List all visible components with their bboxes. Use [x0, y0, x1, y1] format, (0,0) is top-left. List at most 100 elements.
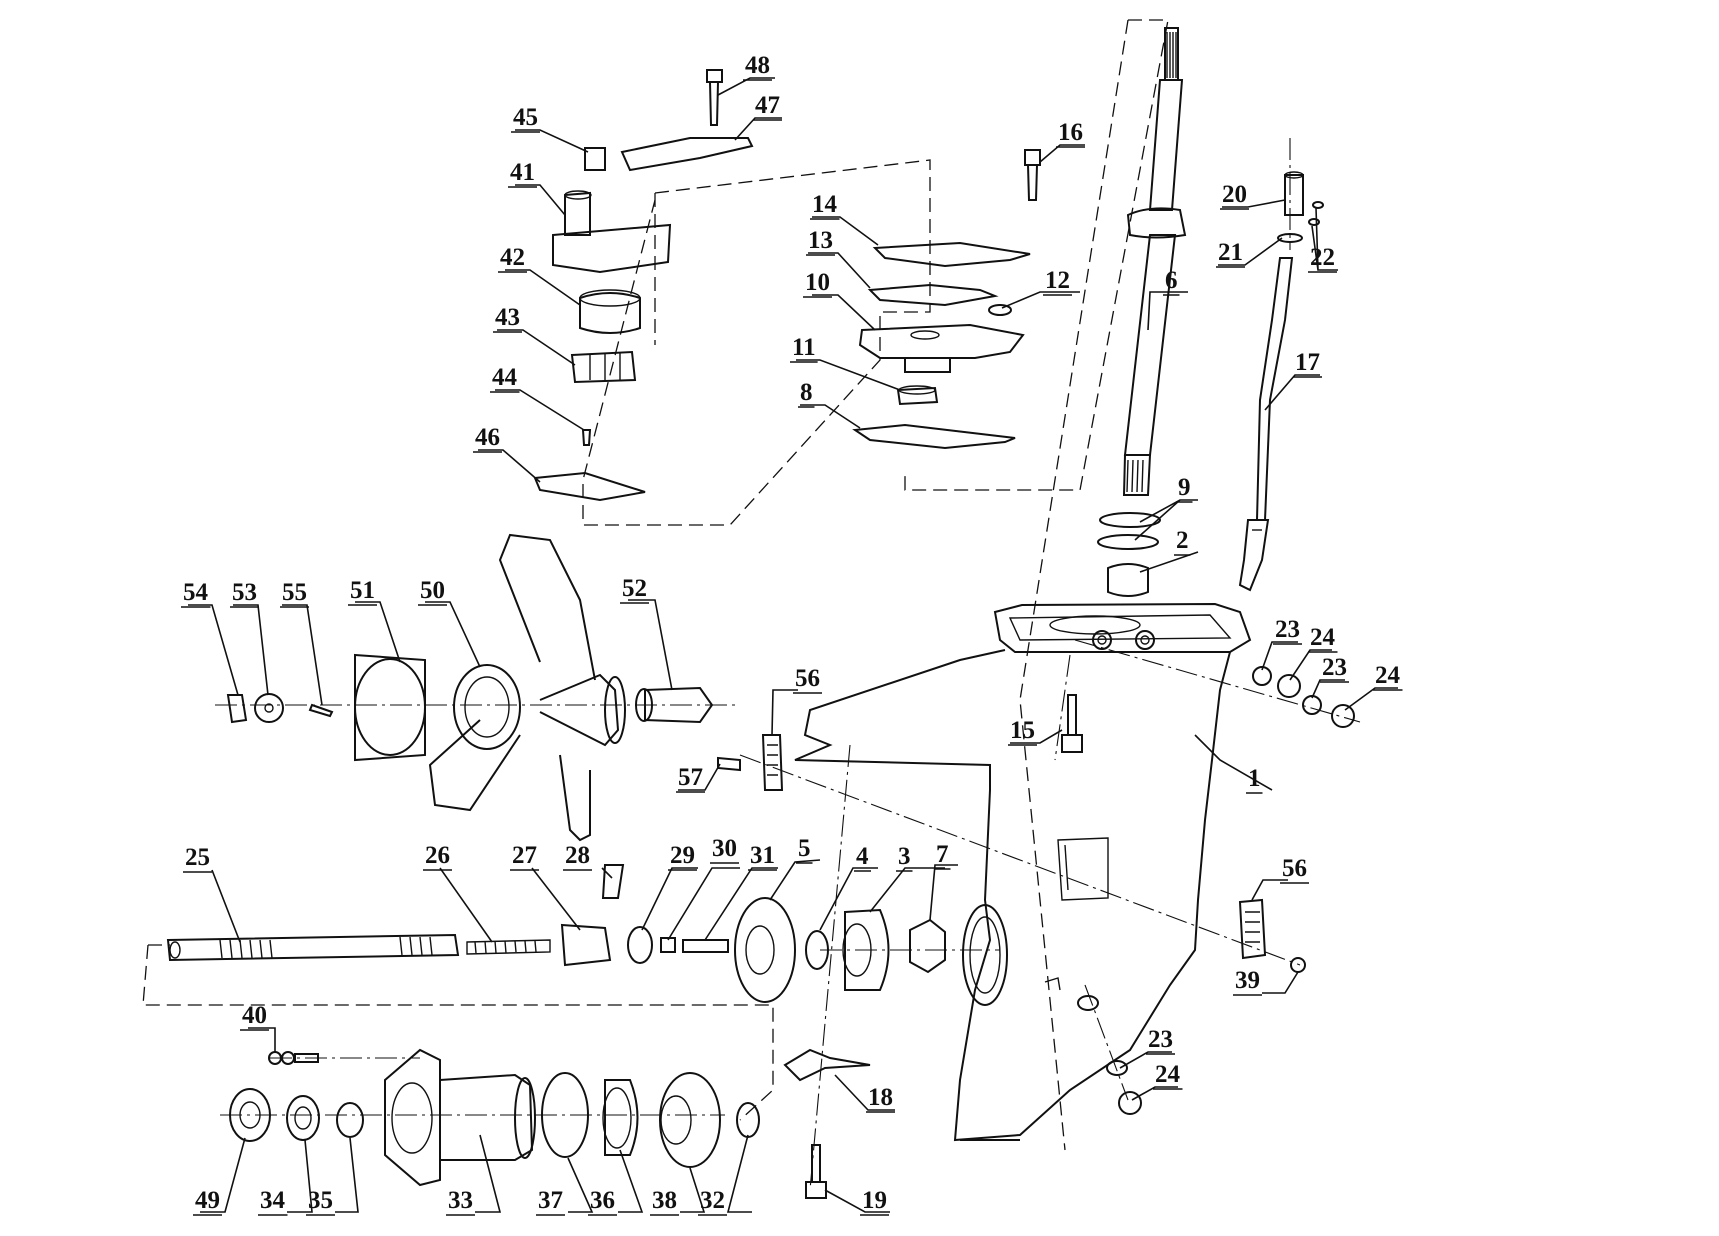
assembly-lines: [142, 19, 1361, 1191]
callout-7: 7: [936, 841, 949, 868]
callout-54: 54: [183, 579, 209, 606]
reverse-gear-38: [659, 1072, 721, 1168]
impeller-housing-42: [579, 292, 641, 334]
pinion-7: [909, 918, 946, 974]
callout-14: 14: [812, 191, 838, 218]
callout-42: 42: [500, 244, 525, 271]
pin-22b: [1308, 218, 1320, 226]
plug-24c: [1118, 1091, 1142, 1115]
plug-24b: [1331, 704, 1355, 728]
callout-4: 4: [856, 843, 869, 870]
spring-29: [627, 926, 653, 964]
o-ring-lower: [1097, 534, 1159, 550]
callout-23c: 23: [1148, 1026, 1173, 1053]
callout-11: 11: [792, 334, 816, 361]
callout-9: 9: [1178, 474, 1191, 501]
callout-43: 43: [495, 304, 520, 331]
callout-25: 25: [185, 844, 210, 871]
bolt-48-shank: [708, 81, 720, 126]
callout-22: 22: [1310, 244, 1335, 271]
callout-53: 53: [232, 579, 257, 606]
shift-rod-connector: [1284, 174, 1304, 216]
plug-24a: [1277, 674, 1301, 698]
push-rod-30: [660, 937, 676, 953]
nut-54: [226, 694, 248, 724]
callout-24b: 24: [1375, 662, 1401, 689]
callout-19: 19: [862, 1187, 887, 1214]
callout-18: 18: [868, 1084, 893, 1111]
bolt-19: [805, 1144, 827, 1199]
pin-28: [601, 864, 625, 899]
gasket-13: [867, 283, 999, 307]
callout-47: 47: [755, 92, 780, 119]
callout-31: 31: [750, 842, 775, 869]
spacer-51: [354, 653, 426, 762]
spring-26: [466, 939, 551, 955]
callout-39: 39: [1235, 967, 1260, 994]
callout-51: 51: [350, 577, 375, 604]
callout-34: 34: [260, 1187, 286, 1214]
callout-29: 29: [670, 842, 695, 869]
shift-rod: [1238, 257, 1294, 592]
callout-23b: 23: [1322, 654, 1347, 681]
callout-8: 8: [800, 379, 813, 406]
callout-10: 10: [805, 269, 830, 296]
propeller: [428, 533, 626, 842]
callout-46: 46: [475, 424, 500, 451]
oil-seal-housing: [896, 386, 939, 406]
callout-49: 49: [195, 1187, 220, 1214]
trim-tab-18: [783, 1048, 871, 1082]
callout-26: 26: [425, 842, 450, 869]
callout-24c: 24: [1155, 1061, 1181, 1088]
callout-32: 32: [700, 1187, 725, 1214]
callout-52: 52: [622, 575, 647, 602]
callout-21: 21: [1218, 239, 1243, 266]
bush: [1107, 563, 1149, 597]
callout-36: 36: [590, 1187, 615, 1214]
callout-45: 45: [513, 104, 538, 131]
callout-41: 41: [510, 159, 535, 186]
callout-15: 15: [1010, 717, 1035, 744]
impeller-43: [570, 350, 637, 384]
callout-38: 38: [652, 1187, 677, 1214]
callout-40: 40: [242, 1002, 267, 1029]
bearing-35: [336, 1102, 364, 1138]
callout-50: 50: [420, 577, 445, 604]
o-ring-upper: [1099, 512, 1161, 528]
gasket-8: [852, 423, 1016, 450]
grommet-45: [584, 147, 606, 171]
callout-6: 6: [1165, 267, 1178, 294]
water-pump-base-plate: [858, 323, 1025, 373]
bracket-47: [620, 137, 754, 172]
callout-33: 33: [448, 1187, 473, 1214]
callout-28: 28: [565, 842, 590, 869]
leader-lines: [188, 77, 1398, 1213]
callout-5: 5: [798, 835, 811, 862]
part-outlines: [166, 27, 1355, 1199]
callout-48: 48: [745, 52, 770, 79]
shim-4: [805, 930, 829, 970]
callout-44: 44: [492, 364, 518, 391]
callout-labels: 1 2 3 4 5 6 7 8 9 10 11 12 13 14 15 16 1…: [181, 52, 1403, 1216]
callout-55: 55: [282, 579, 307, 606]
washer-53: [254, 693, 284, 723]
callout-30: 30: [712, 835, 737, 862]
callout-57: 57: [678, 764, 703, 791]
bush-52: [644, 686, 714, 724]
callout-16: 16: [1058, 119, 1083, 146]
anode-56-lower: [1238, 898, 1267, 960]
callout-24a: 24: [1310, 624, 1336, 651]
bolt-48-head: [706, 69, 723, 83]
drive-shaft: [1122, 27, 1187, 496]
callout-56a: 56: [795, 665, 820, 692]
callout-56b: 56: [1282, 855, 1307, 882]
bolt-15: [1061, 694, 1083, 753]
callout-12: 12: [1045, 267, 1070, 294]
gasket-23b: [1302, 695, 1322, 715]
gasket-23a: [1252, 666, 1272, 686]
gasket-46: [533, 471, 646, 502]
callout-17: 17: [1295, 349, 1320, 376]
cotter-pin-55: [308, 703, 334, 718]
callout-3: 3: [898, 843, 911, 870]
